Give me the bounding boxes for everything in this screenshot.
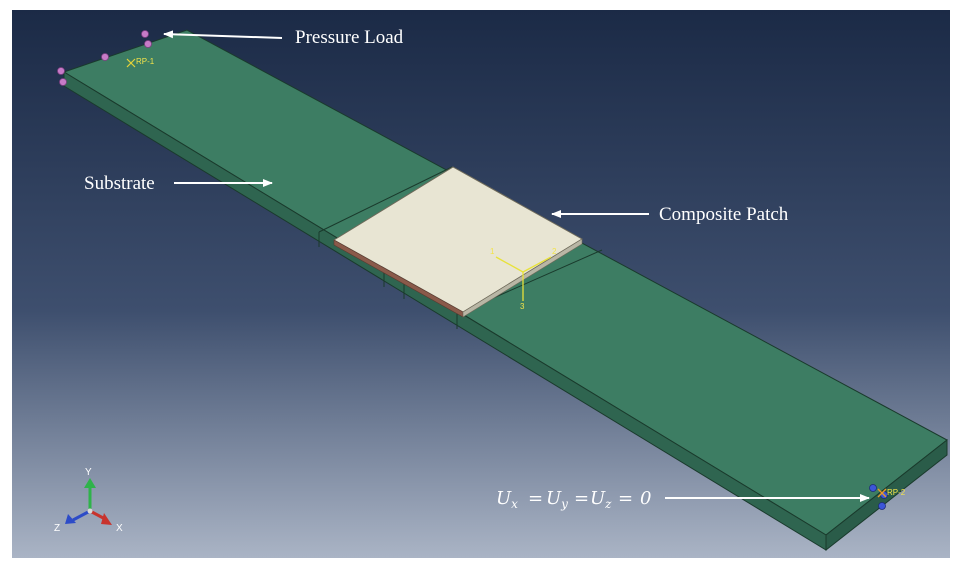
bc-uz: Uz xyxy=(590,488,612,511)
triad-z-label: Z xyxy=(54,523,60,534)
triad-x-label: X xyxy=(116,523,123,534)
bc-uy: Uy xyxy=(546,488,568,511)
pressure-load-label: Pressure Load xyxy=(295,27,404,48)
triad-y-label: Y xyxy=(85,467,92,478)
patch-axis-1-label: 1 xyxy=(490,247,495,256)
rp2-marker xyxy=(877,488,887,498)
composite-patch-label: Composite Patch xyxy=(659,204,789,225)
pressure-load-arrow xyxy=(163,30,283,39)
substrate-label: Substrate xyxy=(84,173,155,194)
rp1-marker xyxy=(126,58,136,68)
pressure-load-markers xyxy=(57,30,152,86)
patch-axis-2-label: 2 xyxy=(552,247,557,256)
rp2-label: RP-2 xyxy=(887,488,906,497)
bc-zero: 0 xyxy=(640,488,651,509)
rp1-label: RP-1 xyxy=(136,57,155,66)
bc-eq-3: = xyxy=(618,488,633,509)
bc-eq-2: = xyxy=(574,488,589,509)
view-triad xyxy=(65,478,112,525)
boundary-condition-equation: Ux = Uy = Uz = 0 xyxy=(496,488,651,511)
bc-eq-1: = xyxy=(528,488,543,509)
model-diagram: 1 2 3 RP-1 RP-2 Pressure Load Substrate … xyxy=(12,10,950,558)
patch-axis-3-label: 3 xyxy=(520,302,525,311)
bc-ux: Ux xyxy=(496,488,518,511)
abaqus-viewport: 1 2 3 RP-1 RP-2 Pressure Load Substrate … xyxy=(12,10,950,558)
patch-coordinate-system xyxy=(495,256,552,301)
